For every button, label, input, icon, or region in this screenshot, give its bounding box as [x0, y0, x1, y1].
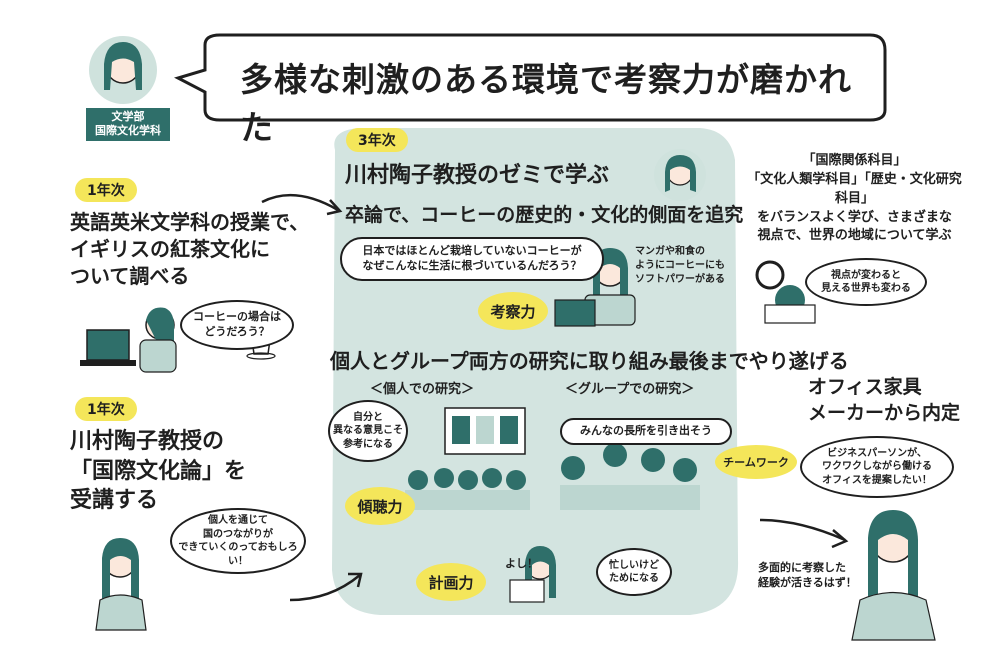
year1b-text-line1: 川村陶子教授の [70, 429, 225, 454]
right-thought-line2: 見える世界も変わる [821, 283, 911, 294]
year3-heading2: 個人とグループ両方の研究に取り組み最後までやり遂げる [330, 349, 849, 373]
department-name: 国際文化学科 [95, 124, 161, 138]
right-thought: 視点が変わると見える世界も変わる [805, 258, 927, 306]
year3-note-line1: マンガや和食の [635, 246, 705, 257]
outcome-thought: ビジネスパーソンが、ワクワクしながら働けるオフィスを提案したい！ [800, 436, 954, 498]
exclaim-text: よし！ [505, 557, 538, 570]
year3-question-line2: なぜこんなに生活に根づいているんだろう？ [362, 258, 582, 272]
year3-note-line2: ようにコーヒーにも [635, 260, 725, 271]
right-text-line4: 視点で、世界の地域について学ぶ [757, 228, 952, 244]
year3-heading: 川村陶子教授のゼミで学ぶ [345, 163, 610, 188]
right-text-line1: 「国際関係科目」 [802, 153, 907, 168]
year1b-text: 川村陶子教授の 「国際文化論」を 受講する [70, 427, 246, 516]
outcome-note: 多面的に考察した 経験が活きるはず！ [758, 560, 857, 591]
group-label: ＜グループでの研究＞ [565, 382, 695, 397]
title-bubble [174, 33, 887, 122]
year3-question: 日本ではほとんど栽培していないコーヒーが なぜこんなに生活に根づいているんだろう… [340, 237, 604, 281]
department-badge: 文学部 国際文化学科 [86, 108, 170, 141]
right-thought-line1: 視点が変わると [830, 269, 901, 281]
outcome-title-line1: オフィス家具 [808, 376, 922, 398]
year1b-text-line2: 「国際文化論」を [70, 458, 247, 484]
year1a-thought-line2: どうだろう？ [204, 325, 270, 338]
individual-label: ＜個人での研究＞ [370, 382, 475, 397]
arrow-1 [261, 193, 339, 212]
outcome-title-line2: メーカーから内定 [808, 401, 961, 424]
year1a-thought-line1: コーヒーの場合は [193, 310, 281, 324]
year1a-text: 英語英米文学科の授業で、 イギリスの紅茶文化に ついて調べる [70, 209, 309, 290]
right-text-line2: 「文化人類学科目」「歴史・文化研究科目」 [747, 171, 962, 206]
outcome-thought-line2: ワクワクしながら働ける [822, 461, 932, 473]
individual-thought-line2: 異なる意見こそ [333, 425, 403, 437]
year1a-text-line3: ついて調べる [70, 264, 190, 288]
year3-note: マンガや和食の ようにコーヒーにも ソフトパワーがある [635, 245, 725, 287]
skill-badge-planning: 計画力 [416, 563, 486, 601]
right-text: 「国際関係科目」 「文化人類学科目」「歴史・文化研究科目」 をバランスよく学び、… [742, 152, 967, 246]
year-badge-3: 3年次 [346, 128, 408, 152]
year-badge-1b: 1年次 [75, 397, 137, 421]
year3-question-line1: 日本ではほとんど栽培していないコーヒーが [362, 244, 582, 257]
year-badge-1a: 1年次 [75, 178, 137, 202]
year1b-thought: 個人を通じて国のつながりができていくのっておもしろい！ [170, 508, 306, 574]
outcome-thought-line1: ビジネスパーソンが、 [827, 447, 927, 459]
busy-thought-line2: ためになる [609, 573, 659, 584]
skill-badge-teamwork: チームワーク [715, 445, 797, 479]
year1a-text-line1: 英語英米文学科の授業で、 [70, 210, 310, 234]
group-thought: みんなの長所を引き出そう [560, 418, 732, 445]
department-faculty: 文学部 [111, 110, 145, 123]
year1b-text-line3: 受講する [70, 488, 159, 514]
outcome-title: オフィス家具 メーカーから内定 [808, 375, 960, 426]
right-text-line3: をバランスよく学び、さまざまな [757, 209, 952, 225]
individual-thought-line1: 自分と [353, 411, 383, 423]
year3-subheading: 卒論で、コーヒーの歴史的・文化的側面を追究 [345, 204, 744, 226]
busy-thought-line1: 忙しいけど [609, 559, 659, 571]
arrow-2 [289, 574, 361, 602]
outcome-note-line1: 多面的に考察した [758, 561, 846, 574]
year3-note-line3: ソフトパワーがある [635, 274, 725, 285]
year1a-thought: コーヒーの場合はどうだろう？ [180, 300, 294, 350]
busy-thought: 忙しいけどためになる [596, 548, 672, 596]
individual-thought-line3: 参考になる [343, 438, 393, 450]
arrow-3 [759, 518, 846, 542]
year1a-text-line2: イギリスの紅茶文化に [70, 237, 270, 261]
year1b-thought-line1: 個人を通じて [208, 515, 268, 526]
outcome-thought-line3: オフィスを提案したい！ [822, 474, 932, 486]
year1b-thought-line3: できていくのっておもしろい！ [178, 542, 298, 567]
outcome-note-line2: 経験が活きるはず！ [758, 576, 857, 590]
skill-badge-listening: 傾聴力 [345, 487, 415, 525]
individual-thought: 自分と異なる意見こそ参考になる [328, 400, 408, 462]
year1b-thought-line2: 国のつながりが [203, 528, 273, 540]
skill-badge-analysis: 考察力 [478, 292, 548, 330]
page-title: 多様な刺激のある環境で考察力が磨かれた [240, 60, 852, 147]
